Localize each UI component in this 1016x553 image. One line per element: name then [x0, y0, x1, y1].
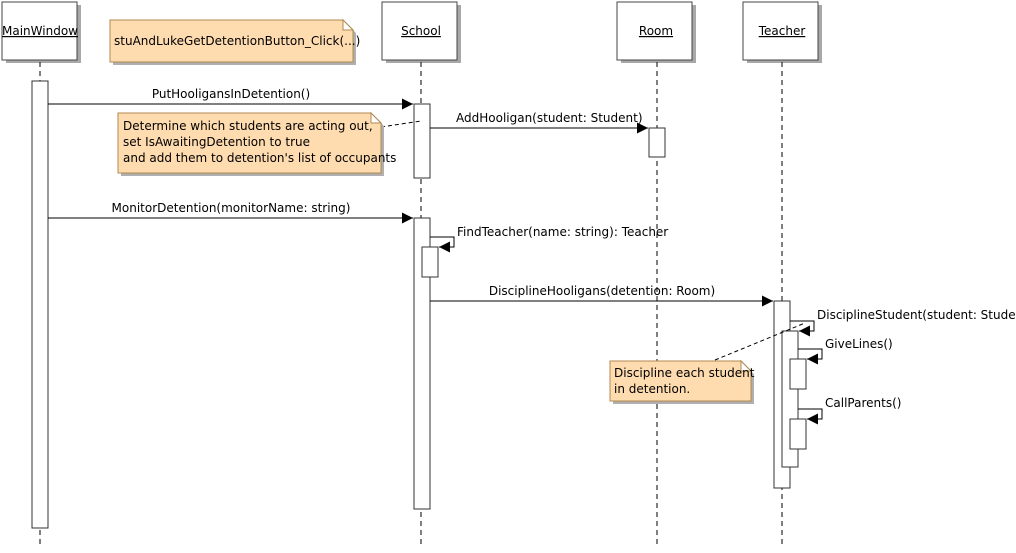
- participant-mainwindow[interactable]: MainWindow: [1, 1, 81, 63]
- message-label-put: PutHooligansInDetention(): [152, 87, 310, 101]
- note-discipline-line-2: in detention.: [614, 382, 690, 396]
- message-label-disc-student: DisciplineStudent(student: Student): [817, 308, 1016, 322]
- participant-room[interactable]: Room: [616, 1, 696, 63]
- note-determine-line-1: Determine which students are acting out,: [123, 119, 373, 133]
- message-add-hooligan[interactable]: AddHooligan(student: Student): [430, 111, 648, 134]
- note-link-discipline: [714, 322, 806, 361]
- frame-note: stuAndLukeGetDetentionButton_Click(...): [109, 18, 360, 65]
- message-label-give-lines: GiveLines(): [825, 337, 893, 351]
- message-discipline-student[interactable]: DisciplineStudent(student: Student): [790, 308, 1016, 337]
- participant-label-room: Room: [639, 24, 673, 38]
- message-discipline-hooligans[interactable]: DisciplineHooligans(detention: Room): [430, 284, 773, 307]
- activation-teacher-call-parents[interactable]: [789, 418, 807, 450]
- activation-school-put[interactable]: [413, 103, 431, 179]
- message-label-disc-hooligans: DisciplineHooligans(detention: Room): [489, 284, 715, 298]
- activation-school-find[interactable]: [421, 246, 439, 278]
- note-determine: Determine which students are acting out,…: [117, 111, 422, 176]
- message-label-add: AddHooligan(student: Student): [456, 111, 643, 125]
- message-label-monitor: MonitorDetention(monitorName: string): [112, 201, 351, 215]
- frame-note-text: stuAndLukeGetDetentionButton_Click(...): [114, 34, 360, 48]
- participant-label-school: School: [401, 24, 441, 38]
- activation-school-monitor[interactable]: [413, 217, 431, 510]
- message-label-find: FindTeacher(name: string): Teacher: [457, 225, 668, 239]
- message-monitor-detention[interactable]: MonitorDetention(monitorName: string): [48, 201, 413, 224]
- participant-teacher[interactable]: Teacher: [742, 1, 822, 63]
- message-call-parents[interactable]: CallParents(): [798, 396, 901, 425]
- note-determine-line-2: set IsAwaitingDetention to true: [123, 135, 310, 149]
- note-determine-line-3: and add them to detention's list of occu…: [123, 151, 396, 165]
- participant-school[interactable]: School: [381, 1, 461, 63]
- activation-mainwindow[interactable]: [31, 80, 49, 529]
- participant-label-mainwindow: MainWindow: [2, 24, 78, 38]
- message-give-lines[interactable]: GiveLines(): [798, 337, 893, 365]
- activation-teacher-give-lines[interactable]: [789, 358, 807, 390]
- participant-label-teacher: Teacher: [758, 24, 806, 38]
- message-find-teacher[interactable]: FindTeacher(name: string): Teacher: [430, 225, 668, 253]
- activation-room-add[interactable]: [648, 127, 666, 158]
- message-put-hooligans[interactable]: PutHooligansInDetention(): [48, 87, 413, 110]
- note-discipline-line-1: Discipline each student: [614, 366, 755, 380]
- message-label-call-parents: CallParents(): [825, 396, 901, 410]
- note-discipline: Discipline each student in detention.: [609, 322, 806, 404]
